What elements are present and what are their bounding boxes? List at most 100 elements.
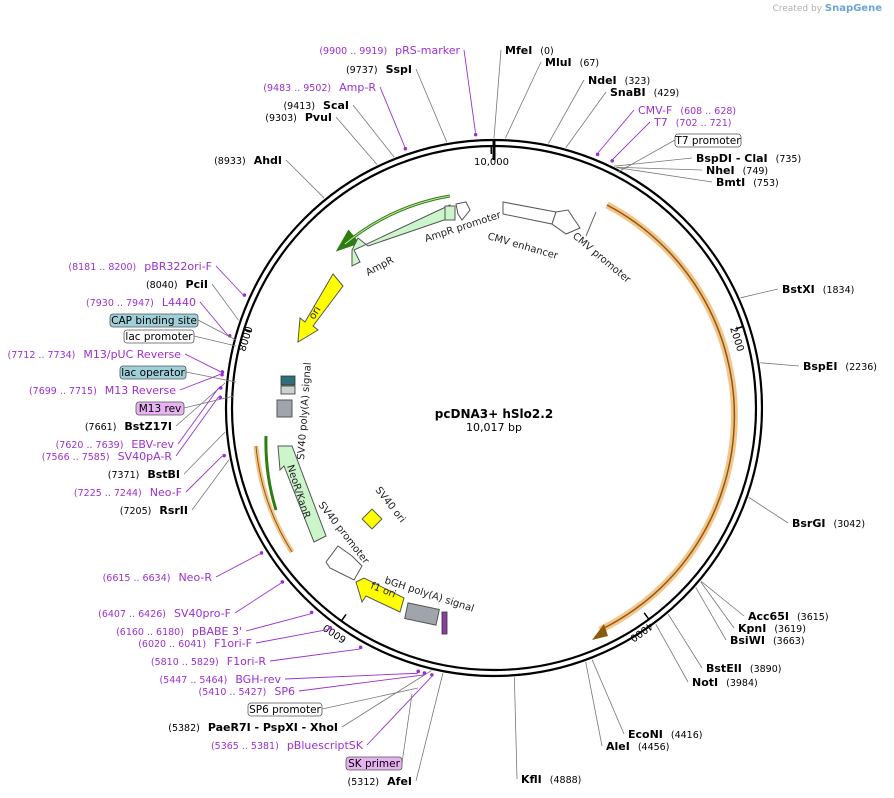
enzyme-name: AleI xyxy=(606,740,630,753)
primer-site-mark xyxy=(403,146,408,151)
primer-name: F1ori-R xyxy=(227,655,267,668)
primer-range: (5410 .. 5427) xyxy=(199,687,267,698)
tick-label: 2000 xyxy=(727,326,745,354)
primer-site-mark xyxy=(430,673,434,677)
primer-site-mark xyxy=(309,610,314,615)
ori-arrow xyxy=(297,273,344,343)
enzyme-name: NdeI xyxy=(588,74,617,87)
primer-site-mark xyxy=(328,625,333,630)
primer-leader-line xyxy=(215,265,243,295)
primer-name: L4440 xyxy=(162,296,196,309)
primer-label-m13-puc-reverse: (7712 .. 7734)M13/pUC Reverse xyxy=(8,348,182,361)
primer-name: CMV-F xyxy=(638,104,672,117)
enzyme-position: (7371) xyxy=(108,470,140,481)
primer-range: (9900 .. 9919) xyxy=(319,46,387,57)
enzyme-position: (7205) xyxy=(120,506,152,517)
enzyme-label-ndei: NdeI(323) xyxy=(588,74,650,87)
primer-leader-line xyxy=(184,353,221,373)
enzyme-label-bstz17i: (7661)BstZ17I xyxy=(85,420,172,433)
enzyme-name: KpnI xyxy=(738,622,766,635)
neo-orange-line xyxy=(255,445,293,553)
primer-range: (8181 .. 8200) xyxy=(68,262,136,273)
enzyme-label-nhei: NheI(749) xyxy=(706,164,768,177)
watermark: Created by SnapGene xyxy=(772,3,882,14)
primer-name: F1ori-F xyxy=(214,637,252,650)
feature-label-cmv-promoter: CMV promoter xyxy=(570,231,633,286)
primer-range: (608 .. 628) xyxy=(680,106,736,117)
enzyme-label-bstbi: (7371)BstBI xyxy=(108,468,180,481)
box-leader-line xyxy=(185,371,237,383)
enzyme-leader-line xyxy=(748,497,789,524)
enzyme-name: MfeI xyxy=(505,44,532,57)
box-leader-line xyxy=(183,395,235,409)
enzyme-name: MluI xyxy=(545,56,572,69)
enzyme-label-bsteii: BstEII(3890) xyxy=(706,662,781,675)
cmv-promoter-arrow xyxy=(551,209,581,235)
enzyme-label-ahdi: (8933)AhdI xyxy=(214,154,282,167)
primer-label-ebv-rev: (7620 .. 7639)EBV-rev xyxy=(56,438,175,451)
enzyme-leader-line xyxy=(183,431,226,475)
primer-leader-line xyxy=(284,672,418,680)
cmv-enhancer-arrow xyxy=(502,201,557,225)
boxed-label-frame xyxy=(247,702,323,717)
snapgene-logo: SnapGene xyxy=(824,3,882,14)
primer-site-mark xyxy=(242,293,247,297)
enzyme-name: PvuI xyxy=(305,111,332,124)
lac-promoter-box xyxy=(280,385,296,395)
enzyme-label-bsrgi: BsrGI(3042) xyxy=(792,517,865,530)
insert-arc-line xyxy=(599,204,736,631)
sv40-polya-box xyxy=(276,399,293,418)
enzyme-name: SnaBI xyxy=(610,86,646,99)
primer-site-mark xyxy=(358,645,363,650)
ampr-promoter-arrow xyxy=(455,201,471,221)
primer-label-sv40pa-r: (7566 .. 7585)SV40pA-R xyxy=(42,450,173,463)
sv40-ori-box xyxy=(361,508,383,530)
primer-site-mark xyxy=(416,669,421,674)
primer-leader-line xyxy=(269,648,360,662)
enzyme-name: BmtI xyxy=(716,176,745,189)
watermark-text: Created by xyxy=(772,4,822,14)
enzyme-position: (4456) xyxy=(638,742,670,753)
boxed-label-frame xyxy=(119,365,187,380)
enzyme-position: (429) xyxy=(654,88,680,99)
box-leader-line xyxy=(197,319,237,341)
enzyme-label-bspdi-clai: BspDI - ClaI(735) xyxy=(696,152,801,165)
enzyme-position: (9737) xyxy=(346,65,378,76)
enzyme-label-econi: EcoNI(4416) xyxy=(628,728,702,741)
primer-site-mark xyxy=(422,671,427,675)
primer-range: (6160 .. 6180) xyxy=(116,627,184,638)
primer-leader-line xyxy=(379,86,406,148)
enzyme-name: BsiWI xyxy=(730,634,765,647)
enzyme-leader-line xyxy=(415,673,444,782)
sv40-promoter-arrow xyxy=(325,545,363,581)
enzyme-leader-line xyxy=(547,79,585,144)
enzyme-label-snabi: SnaBI (429) xyxy=(610,86,679,99)
cap-site-box xyxy=(280,375,296,386)
enzyme-name: KflI xyxy=(521,773,542,786)
primer-name: SV40pA-R xyxy=(118,450,173,463)
enzyme-leader-line xyxy=(655,623,689,683)
enzyme-name: BstZ17I xyxy=(124,420,172,433)
primer-range: (5365 .. 5381) xyxy=(211,741,279,752)
enzyme-position: (3619) xyxy=(774,624,806,635)
f1-ori-arrow xyxy=(355,577,405,613)
primer-range: (6020 .. 6041) xyxy=(138,639,206,650)
boxed-label-lac-operator: lac operator xyxy=(121,367,185,379)
enzyme-position: (4416) xyxy=(671,730,703,741)
enzyme-label-noti: NotI(3984) xyxy=(692,676,758,689)
enzyme-leader-line xyxy=(695,587,727,641)
enzyme-position: (3984) xyxy=(726,678,758,689)
primer-range: (9483 .. 9502) xyxy=(263,83,331,94)
primer-site-mark xyxy=(280,580,285,584)
enzyme-position: (8040) xyxy=(146,280,178,291)
primer-label-m13-reverse: (7699 .. 7715)M13 Reverse xyxy=(29,384,176,397)
enzyme-name: BstEII xyxy=(706,662,742,675)
primer-name: SP6 xyxy=(274,685,295,698)
enzyme-label-scai: (9413)ScaI xyxy=(283,99,349,112)
enzyme-leader-line xyxy=(667,614,703,669)
enzyme-position: (1834) xyxy=(823,285,855,296)
enzyme-label-kfli: KflI(4888) xyxy=(521,773,581,786)
enzyme-leader-line xyxy=(493,49,502,139)
enzyme-position: (0) xyxy=(540,46,553,57)
tick-label: 10,000 xyxy=(474,157,509,168)
